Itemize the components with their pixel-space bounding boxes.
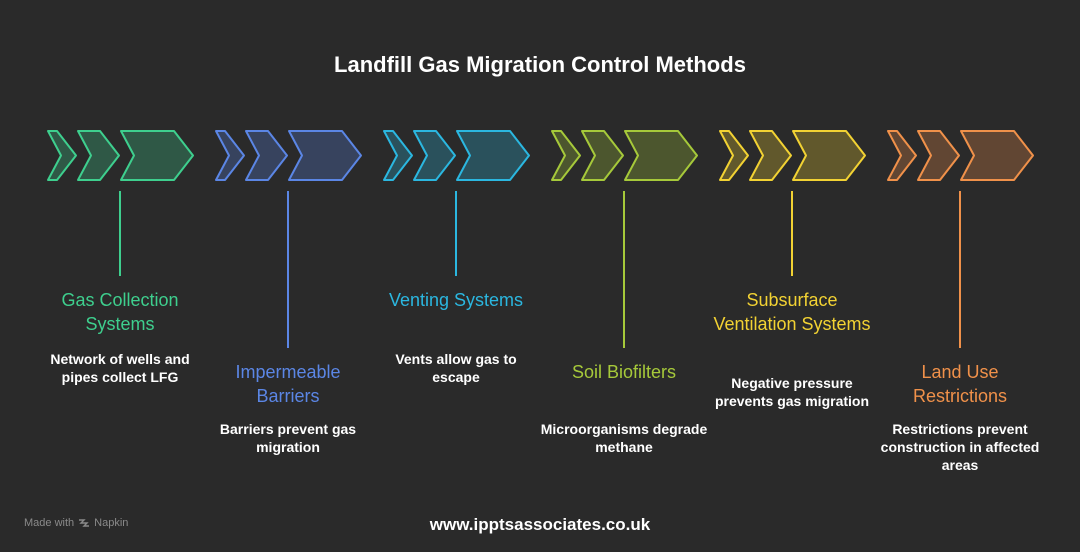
made-with-text: Made with [24, 517, 75, 529]
step-label: Land Use Restrictions [912, 362, 1008, 406]
diagram-title: Landfill Gas Migration Control Methods [334, 52, 746, 77]
chevron-arrow [581, 130, 624, 181]
step-label: Impermeable Barriers [235, 362, 341, 406]
step-description: Barriers prevent gas migration [219, 421, 357, 455]
step-description: Restrictions prevent construction in aff… [880, 421, 1040, 473]
chevron-arrow [749, 130, 792, 181]
step-label: Soil Biofilters [571, 362, 677, 382]
step-label: Venting Systems [388, 290, 524, 310]
chevron-arrow [887, 130, 917, 181]
chevron-arrow [77, 130, 120, 181]
step-3-chevrons [383, 130, 530, 181]
step-6-chevrons [887, 130, 1034, 181]
chevron-arrow [456, 130, 530, 181]
step-description: Microorganisms degrade methane [540, 421, 708, 455]
chevron-arrow [719, 130, 749, 181]
chevron-arrow [624, 130, 698, 181]
step-description: Network of wells and pipes collect LFG [50, 351, 190, 385]
chevron-arrow [120, 130, 194, 181]
chevron-arrow [960, 130, 1034, 181]
step-description: Vents allow gas to escape [395, 351, 517, 385]
made-with-attribution: Made with Napkin [24, 517, 128, 529]
step-4-chevrons [551, 130, 698, 181]
napkin-logo-icon [79, 519, 90, 527]
step-1-chevrons [47, 130, 194, 181]
chevron-arrow [413, 130, 456, 181]
chevron-arrow [383, 130, 413, 181]
chevron-arrow [551, 130, 581, 181]
step-2-chevrons [215, 130, 362, 181]
chevron-arrow [47, 130, 77, 181]
chevron-arrow [245, 130, 288, 181]
chevron-arrow [215, 130, 245, 181]
chevron-arrow [792, 130, 866, 181]
chevron-arrow [288, 130, 362, 181]
footer-website: www.ipptsassociates.co.uk [429, 515, 651, 534]
step-5-chevrons [719, 130, 866, 181]
step-description: Negative pressure prevents gas migration [714, 375, 870, 409]
chevron-arrow [917, 130, 960, 181]
napkin-brand-text: Napkin [94, 517, 129, 529]
step-label: Subsurface Ventilation Systems [713, 290, 871, 334]
step-label: Gas Collection Systems [61, 290, 179, 334]
